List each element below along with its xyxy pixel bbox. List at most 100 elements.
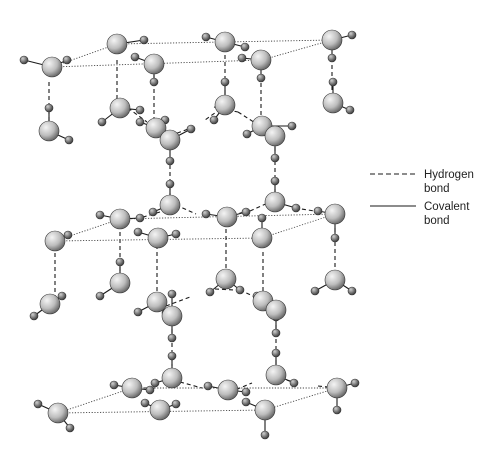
oxygen-atom bbox=[106, 33, 128, 55]
legend-hydrogen-bond-label-line2: bond bbox=[424, 183, 450, 195]
hydrogen-atom bbox=[241, 397, 251, 407]
cell-edge bbox=[57, 387, 133, 414]
hydrogen-atom bbox=[145, 385, 155, 395]
hydrogen-atom bbox=[33, 399, 43, 409]
hydrogen-atom bbox=[140, 398, 150, 408]
hydrogen-atom bbox=[135, 105, 145, 115]
hydrogen-bond bbox=[165, 296, 191, 307]
hydrogen-atom bbox=[150, 378, 160, 388]
hydrogen-atom bbox=[167, 333, 177, 343]
covalent-bonds bbox=[23, 34, 356, 435]
oxygen-atom bbox=[47, 402, 69, 424]
oxygen-atom bbox=[250, 49, 272, 71]
oxygen-atom bbox=[214, 31, 236, 53]
cell-edge bbox=[57, 409, 266, 414]
hydrogen-atom bbox=[347, 286, 357, 296]
oxygen-atom bbox=[264, 125, 286, 147]
hydrogen-atom bbox=[165, 156, 175, 166]
hydrogen-atom bbox=[135, 213, 145, 223]
oxygen-atom bbox=[109, 97, 131, 119]
hydrogen-atom bbox=[171, 399, 181, 409]
hydrogen-atom bbox=[330, 233, 340, 243]
legend-covalent-bond-label-line1: Covalent bbox=[424, 201, 470, 213]
legend-hydrogen-bond-label-line1: Hydrogen bbox=[424, 169, 474, 181]
hydrogen-bond bbox=[127, 107, 148, 123]
hydrogen-atom bbox=[29, 311, 39, 321]
hydrogen-atom bbox=[345, 105, 355, 115]
oxygen-atom bbox=[251, 227, 273, 249]
hydrogen-atom bbox=[139, 35, 149, 45]
cell-edge bbox=[51, 43, 118, 68]
oxygen-atom bbox=[159, 129, 181, 151]
hydrogen-atom bbox=[203, 381, 213, 391]
hydrogen-atom bbox=[135, 117, 145, 127]
hydrogen-atom bbox=[271, 348, 281, 358]
hydrogen-atom bbox=[167, 289, 177, 299]
unit-cell-outlines bbox=[51, 39, 338, 414]
hydrogen-atom bbox=[62, 55, 72, 65]
hydrogen-bonds bbox=[48, 55, 338, 393]
hydrogen-atom bbox=[167, 351, 177, 361]
hydrogen-atom bbox=[63, 230, 73, 240]
hydrogen-atom bbox=[97, 117, 107, 127]
hydrogen-atom bbox=[256, 73, 266, 83]
oxygen-atom bbox=[214, 94, 236, 116]
oxygen-atom bbox=[159, 194, 181, 216]
hydrogen-atom bbox=[328, 77, 338, 87]
hydrogen-atom bbox=[64, 135, 74, 145]
oxygen-atom bbox=[322, 92, 344, 114]
hydrogen-atom bbox=[270, 176, 280, 186]
oxygen-atom bbox=[109, 272, 131, 294]
hydrogen-atom bbox=[271, 328, 281, 338]
hydrogen-atom bbox=[186, 124, 196, 134]
hydrogen-atom bbox=[109, 380, 119, 390]
hydrogen-bond bbox=[214, 288, 236, 291]
hydrogen-atom bbox=[209, 115, 219, 125]
oxygen-atom bbox=[146, 291, 168, 313]
oxygen-atom bbox=[121, 377, 143, 399]
cell-edge bbox=[261, 213, 336, 239]
hydrogen-atom bbox=[310, 286, 320, 296]
oxygen-atom bbox=[215, 268, 237, 290]
oxygen-atom bbox=[216, 206, 238, 228]
hydrogen-atom bbox=[237, 53, 247, 63]
oxygen-atom bbox=[326, 377, 348, 399]
oxygen-atom bbox=[145, 117, 167, 139]
hydrogen-atom bbox=[205, 287, 215, 297]
hydrogen-atom bbox=[44, 103, 54, 113]
atoms bbox=[19, 29, 360, 440]
hydrogen-atom bbox=[241, 207, 251, 217]
oxygen-atom bbox=[161, 305, 183, 327]
hydrogen-atom bbox=[148, 207, 158, 217]
hydrogen-atom bbox=[171, 229, 181, 239]
hydrogen-atom bbox=[133, 307, 143, 317]
legend-covalent-bond-label-line2: bond bbox=[424, 215, 450, 227]
hydrogen-atom bbox=[201, 209, 211, 219]
hydrogen-bond bbox=[204, 104, 227, 121]
oxygen-atom bbox=[143, 53, 165, 75]
oxygen-atom bbox=[41, 56, 63, 78]
hydrogen-atom bbox=[347, 30, 357, 40]
legend: Hydrogen bond Covalent bond bbox=[370, 169, 474, 227]
hydrogen-atom bbox=[257, 213, 267, 223]
oxygen-atom bbox=[39, 293, 61, 315]
hydrogen-atom bbox=[291, 203, 301, 213]
hydrogen-atom bbox=[65, 423, 75, 433]
oxygen-atom bbox=[324, 269, 346, 291]
oxygen-atom bbox=[147, 227, 169, 249]
cell-edge bbox=[264, 387, 338, 411]
cell-edge bbox=[54, 237, 263, 242]
hydrogen-atom bbox=[133, 227, 143, 237]
hydrogen-atom bbox=[165, 179, 175, 189]
oxygen-atom bbox=[109, 208, 131, 230]
oxygen-atom bbox=[321, 29, 343, 51]
hydrogen-atom bbox=[332, 405, 342, 415]
hydrogen-atom bbox=[149, 77, 159, 87]
hydrogen-atom bbox=[260, 430, 270, 440]
hydrogen-atom bbox=[201, 32, 211, 42]
hydrogen-bond bbox=[249, 201, 271, 212]
cell-edge bbox=[261, 39, 333, 61]
hydrogen-atom bbox=[313, 206, 323, 216]
hydrogen-atom bbox=[95, 210, 105, 220]
